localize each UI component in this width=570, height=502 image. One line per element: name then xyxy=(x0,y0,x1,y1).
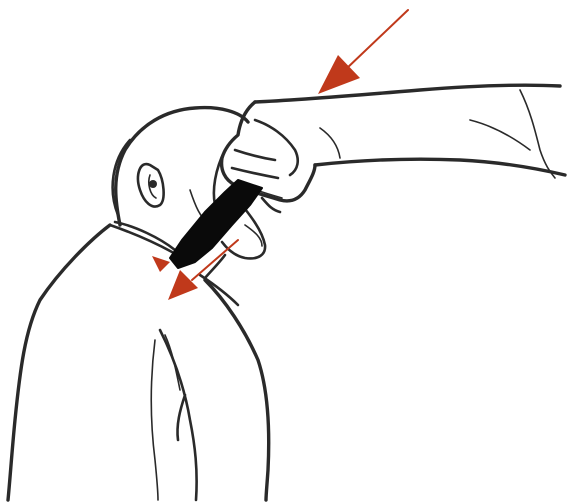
attacker-arm xyxy=(222,85,565,212)
arrow-head-bottom xyxy=(168,270,198,300)
forearm-muscle-line xyxy=(470,120,530,150)
victim-arm-fold xyxy=(177,395,185,440)
wrist-crease xyxy=(320,128,340,158)
thumb-outline xyxy=(255,120,298,175)
victim-front-outline xyxy=(205,280,269,500)
knife-blade xyxy=(170,180,262,268)
victim-collar-line xyxy=(115,222,175,250)
finger-line-1 xyxy=(235,150,275,160)
forearm-bottom xyxy=(315,159,565,175)
elbow-crease xyxy=(520,90,555,178)
victim-arm-back xyxy=(151,340,158,500)
ear-canal xyxy=(149,180,157,188)
victim-back-outline xyxy=(8,225,110,500)
arrow-shaft-top xyxy=(345,10,408,70)
arrow-head-contact xyxy=(152,256,170,272)
finger-line-2 xyxy=(232,168,278,178)
victim-figure xyxy=(8,222,269,500)
victim-chest-line xyxy=(200,275,238,305)
forearm-top xyxy=(255,85,560,102)
